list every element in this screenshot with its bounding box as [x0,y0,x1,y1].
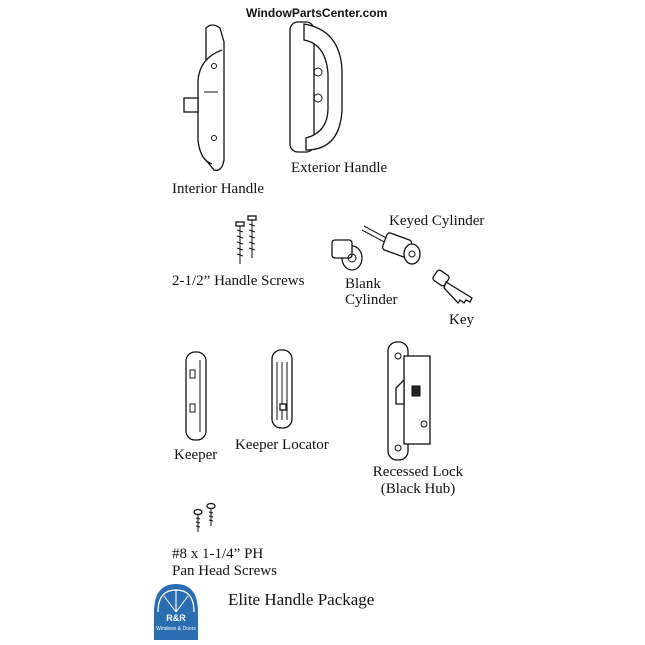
recessed-lock-label-line2: (Black Hub) [380,481,456,497]
keyed-cylinder-label: Keyed Cylinder [389,213,485,229]
exterior-handle-label: Exterior Handle [291,160,388,176]
key-label: Key [449,312,474,328]
package-title: Elite Handle Package [228,590,375,609]
pan-head-screws-drawing [193,502,216,532]
key-drawing [432,269,473,305]
keeper-locator-drawing [271,349,293,429]
blank-cylinder-drawing [331,239,363,271]
logo-text: R&R [166,613,186,623]
pan-head-screws-label-line2: Pan Head Screws [172,563,277,579]
recessed-lock-label-line1: Recessed Lock [372,464,464,480]
keeper-label: Keeper [174,447,218,463]
handle-screws-drawing [235,215,257,264]
keeper-locator-label: Keeper Locator [235,437,329,453]
keeper-drawing [185,351,207,441]
pan-head-screws-label-line1: #8 x 1-1/4” PH [172,546,264,562]
blank-cylinder-label-line2: Cylinder [345,292,398,308]
rr-logo-icon [154,584,198,640]
recessed-lock-drawing [387,341,431,461]
logo-subtext: Windows & Doors [156,626,196,632]
handle-screws-label: 2-1/2” Handle Screws [172,273,305,289]
interior-handle-drawing [183,24,225,171]
blank-cylinder-label-line1: Blank [345,276,381,292]
keyed-cylinder-drawing [361,225,421,265]
watermark: WindowPartsCenter.com [246,6,388,20]
interior-handle-label: Interior Handle [172,181,265,197]
exterior-handle-drawing [289,21,343,153]
